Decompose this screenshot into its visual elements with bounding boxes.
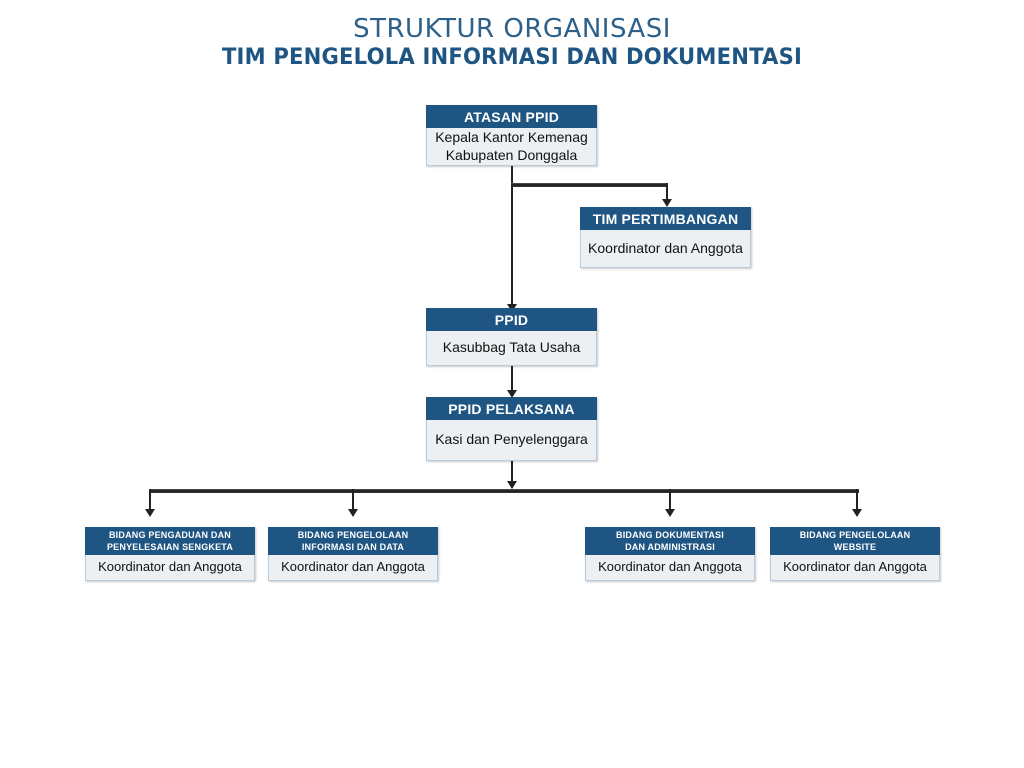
node-bidang-informasi-header: BIDANG PENGELOLAAN INFORMASI DAN DATA	[268, 527, 438, 555]
node-bidang-dokumentasi[interactable]: BIDANG DOKUMENTASI DAN ADMINISTRASI Koor…	[585, 527, 755, 581]
node-atasan-ppid-header: ATASAN PPID	[426, 105, 597, 128]
node-bidang-website-header-line-1: BIDANG PENGELOLAAN	[799, 530, 911, 540]
node-bidang-informasi-header-line-1: BIDANG PENGELOLAAN	[297, 530, 409, 540]
node-bidang-website-header-line-2: WEBSITE	[833, 542, 877, 552]
node-bidang-pengaduan-header-line-1: BIDANG PENGADUAN DAN	[108, 530, 231, 540]
arrow-to-bidang-informasi	[348, 509, 358, 517]
node-atasan-ppid-body-line-1: Kepala Kantor Kemenag	[435, 129, 588, 145]
node-tim-pertimbangan-body: Koordinator dan Anggota	[580, 230, 751, 268]
node-bidang-pengaduan-header-line-2: PENYELESAIAN SENGKETA	[106, 542, 234, 552]
node-tim-pertimbangan-header: TIM PERTIMBANGAN	[580, 207, 751, 230]
node-ppid-header: PPID	[426, 308, 597, 331]
chart-title: STRUKTUR ORGANISASI TIM PENGELOLA INFORM…	[0, 14, 1024, 71]
connector-atasan-to-tim-horizontal	[511, 183, 668, 187]
node-bidang-pengaduan[interactable]: BIDANG PENGADUAN DAN PENYELESAIAN SENGKE…	[85, 527, 255, 581]
node-atasan-ppid-body-line-2: Kabupaten Donggala	[445, 146, 578, 163]
connector-drop-bidang-pengaduan	[149, 489, 151, 515]
node-ppid-body: Kasubbag Tata Usaha	[426, 331, 597, 366]
node-ppid[interactable]: PPID Kasubbag Tata Usaha	[426, 308, 597, 366]
node-bidang-pengaduan-header: BIDANG PENGADUAN DAN PENYELESAIAN SENGKE…	[85, 527, 255, 555]
arrow-to-bidang-dokumentasi	[665, 509, 675, 517]
node-bidang-website[interactable]: BIDANG PENGELOLAAN WEBSITE Koordinator d…	[770, 527, 940, 581]
node-bidang-website-body: Koordinator dan Anggota	[770, 555, 940, 581]
node-bidang-website-header: BIDANG PENGELOLAAN WEBSITE	[770, 527, 940, 555]
arrow-to-tim-pertimbangan	[662, 199, 672, 207]
connector-drop-bidang-dokumentasi	[669, 489, 671, 515]
arrow-pelaksana-to-bus	[507, 481, 517, 489]
node-bidang-dokumentasi-header: BIDANG DOKUMENTASI DAN ADMINISTRASI	[585, 527, 755, 555]
arrow-to-bidang-website	[852, 509, 862, 517]
node-bidang-pengaduan-body: Koordinator dan Anggota	[85, 555, 255, 581]
node-ppid-pelaksana[interactable]: PPID PELAKSANA Kasi dan Penyelenggara	[426, 397, 597, 461]
node-bidang-dokumentasi-body: Koordinator dan Anggota	[585, 555, 755, 581]
connector-drop-bidang-informasi	[352, 489, 354, 515]
connector-drop-bidang-website	[856, 489, 858, 515]
connector-pelaksana-down	[511, 461, 513, 488]
chart-title-line-1: STRUKTUR ORGANISASI	[353, 14, 671, 44]
node-ppid-pelaksana-header: PPID PELAKSANA	[426, 397, 597, 420]
node-bidang-dokumentasi-header-line-2: DAN ADMINISTRASI	[625, 542, 715, 552]
connector-bus-bar	[150, 489, 859, 493]
connector-ppid-to-pelaksana	[511, 366, 513, 396]
chart-title-line-2: TIM PENGELOLA INFORMASI DAN DOKUMENTASI	[221, 45, 803, 70]
connector-atasan-trunk	[511, 166, 513, 312]
node-bidang-informasi[interactable]: BIDANG PENGELOLAAN INFORMASI DAN DATA Ko…	[268, 527, 438, 581]
node-bidang-informasi-body: Koordinator dan Anggota	[268, 555, 438, 581]
node-bidang-informasi-header-line-2: INFORMASI DAN DATA	[301, 542, 405, 552]
node-atasan-ppid[interactable]: ATASAN PPID Kepala Kantor Kemenag Kabupa…	[426, 105, 597, 166]
arrow-to-ppid-pelaksana	[507, 390, 517, 398]
node-bidang-dokumentasi-header-line-1: BIDANG DOKUMENTASI	[616, 530, 724, 540]
node-tim-pertimbangan[interactable]: TIM PERTIMBANGAN Koordinator dan Anggota	[580, 207, 751, 268]
node-ppid-pelaksana-body: Kasi dan Penyelenggara	[426, 420, 597, 461]
connector-tim-drop	[666, 183, 668, 205]
node-atasan-ppid-body: Kepala Kantor Kemenag Kabupaten Donggala	[426, 128, 597, 166]
arrow-to-bidang-pengaduan	[145, 509, 155, 517]
